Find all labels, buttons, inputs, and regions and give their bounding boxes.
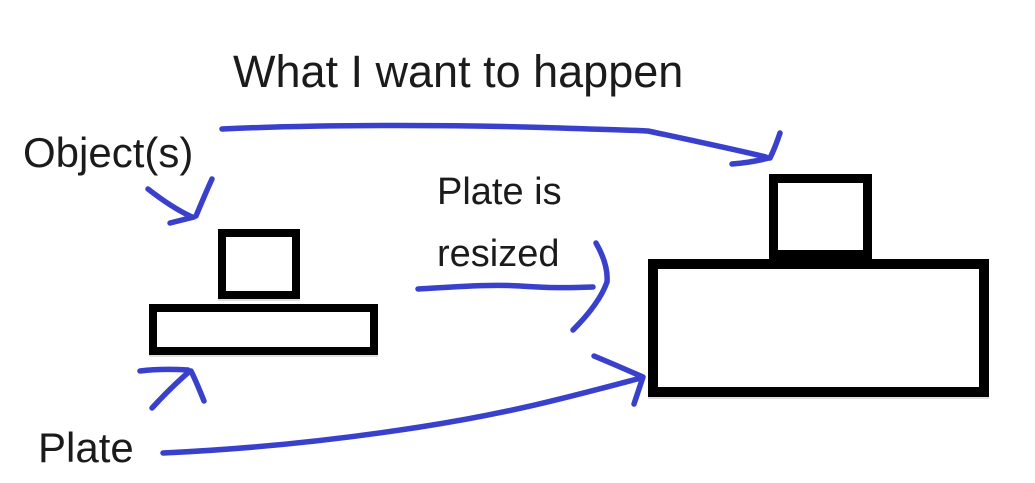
resize-label: Plate is resized [437,161,562,285]
plate-label: Plate [38,424,134,471]
arrow-object-to-resized-head [729,130,783,167]
plate-box-after [648,259,989,397]
object-box-after [769,174,872,259]
arrow-plate-to-resized-shaft [160,375,644,456]
resize-label-line1: Plate is [437,171,562,213]
object-box-before [218,229,300,299]
arrow-plate-resized-head [570,240,610,333]
resize-label-line2: resized [437,233,560,275]
arrow-plate-pointer [137,366,207,411]
arrow-plate-to-resized-head [591,353,646,407]
arrow-plate-resized-shaft [415,282,596,292]
diagram-title: What I want to happen [233,46,684,97]
arrow-object-to-resized-shaft [219,122,769,160]
objects-label: Object(s) [23,129,194,176]
arrow-objects-pointer [145,176,215,226]
plate-box-before [149,304,378,355]
